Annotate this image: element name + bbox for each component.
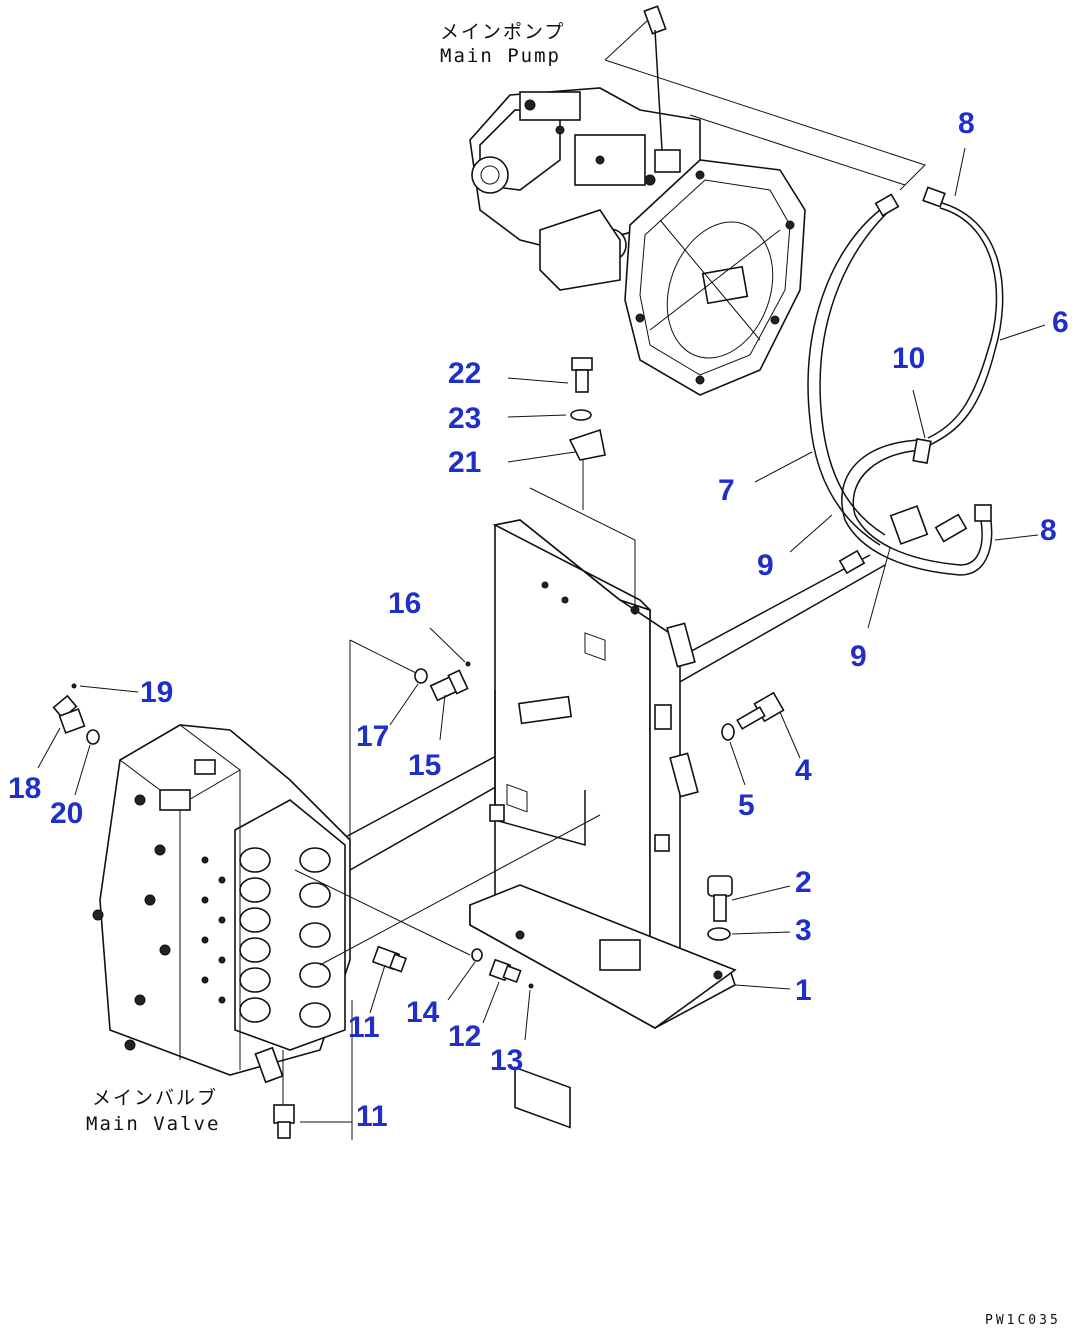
callout-8-top: 8	[958, 107, 975, 140]
part-19-oring	[71, 683, 77, 689]
part-14-plug	[471, 948, 483, 962]
callout-20: 20	[50, 797, 83, 830]
callout-23: 23	[448, 402, 481, 435]
callout-18: 18	[8, 772, 41, 805]
callout-12: 12	[448, 1020, 481, 1053]
part-23-washer	[570, 409, 592, 421]
drawing-code: PW1C035	[985, 1313, 1061, 1328]
part-4-bolt	[736, 691, 785, 730]
part-12-fitting	[488, 958, 522, 984]
part-22-bolt	[571, 357, 593, 393]
part-16-oring	[465, 661, 471, 667]
main-valve-label-jp: メインバルブ	[92, 1086, 218, 1109]
callout-11-upper: 11	[348, 1011, 380, 1044]
callout-21: 21	[448, 446, 481, 479]
callout-14: 14	[406, 996, 440, 1029]
part-13-oring	[528, 983, 534, 989]
part-21-clamp	[568, 428, 606, 461]
callout-10: 10	[892, 342, 925, 375]
callout-4: 4	[795, 754, 812, 787]
main-valve	[92, 724, 351, 1084]
callout-9-bottom: 9	[850, 640, 867, 673]
main-pump-label-jp: メインポンプ	[440, 21, 565, 43]
main-valve-label-en: Main Valve	[86, 1113, 220, 1135]
bracket-stand	[469, 458, 737, 1129]
callout-22: 22	[448, 357, 481, 390]
callout-5: 5	[738, 789, 755, 822]
callout-16: 16	[388, 587, 421, 620]
callout-15: 15	[408, 749, 441, 782]
part-15-elbow	[429, 669, 469, 702]
leader-lines	[37, 147, 1046, 1123]
callout-7: 7	[718, 474, 735, 507]
callout-1: 1	[795, 974, 812, 1007]
part-18-elbow	[52, 694, 86, 734]
part-17-plug	[414, 668, 428, 684]
callout-2: 2	[795, 866, 812, 899]
callout-13: 13	[490, 1044, 523, 1077]
callout-11-lower: 11	[356, 1100, 388, 1133]
callout-9-left: 9	[757, 549, 774, 582]
part-11-sensor-lower	[273, 1050, 295, 1139]
part-3-washer	[707, 927, 731, 941]
main-pump	[469, 5, 806, 396]
part-11-sensor-upper	[371, 945, 408, 973]
main-pump-label-en: Main Pump	[440, 45, 561, 67]
part-5-washer	[721, 723, 735, 741]
part-20-plug	[86, 729, 100, 745]
callout-17: 17	[356, 720, 389, 753]
callout-3: 3	[795, 914, 812, 947]
callout-19: 19	[140, 676, 173, 709]
callout-6: 6	[1052, 306, 1069, 339]
part-2-bolt	[707, 875, 733, 922]
callout-8-right: 8	[1040, 514, 1057, 547]
